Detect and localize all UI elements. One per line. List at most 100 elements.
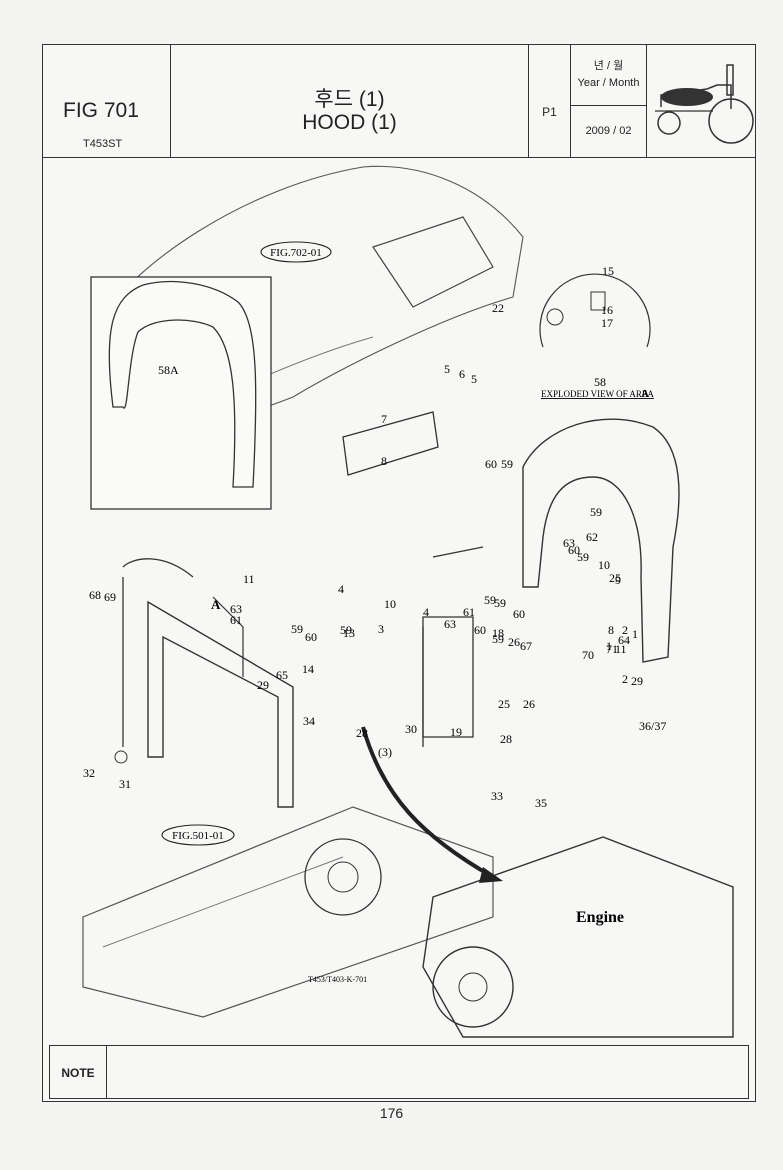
callout-number: 33 <box>491 789 503 803</box>
callout-number: 16 <box>601 303 613 317</box>
callout-number: 63 <box>444 617 456 631</box>
parts-sheet: FIG 701 T453ST 후드 (1) HOOD (1) P1 년 / 월 … <box>42 44 756 1102</box>
callout-number: 35 <box>535 796 547 810</box>
callout-number: 3 <box>378 622 384 636</box>
note-label: NOTE <box>50 1046 107 1098</box>
callout-number: 26 <box>523 697 535 711</box>
callout-number: 59 <box>494 596 506 610</box>
callout-number: 59 <box>590 505 602 519</box>
engine-label: Engine <box>576 909 624 926</box>
callout-number: 19 <box>450 725 462 739</box>
tractor-icon-cell <box>647 45 757 157</box>
title-english: HOOD (1) <box>302 111 397 134</box>
callout-number: 68 <box>89 588 101 602</box>
callout-number: 26 <box>508 635 520 649</box>
callout-number: 59 <box>484 593 496 607</box>
callout-number: 70 <box>582 648 594 662</box>
callout-number: 14 <box>302 662 314 676</box>
callout-number: (3) <box>378 745 392 759</box>
callout-number: 9 <box>615 573 621 587</box>
callout-number: 13 <box>343 626 355 640</box>
callout-number: 59 <box>340 623 352 637</box>
callout-number: 18 <box>492 626 504 640</box>
header-table: FIG 701 T453ST 후드 (1) HOOD (1) P1 년 / 월 … <box>43 45 755 158</box>
figure-cell: FIG 701 T453ST <box>43 45 171 157</box>
title-korean: 후드 (1) <box>314 88 385 111</box>
callout-number: 4 <box>338 582 344 596</box>
callout-number: 71 <box>606 642 618 656</box>
callout-number: 8 <box>381 454 387 468</box>
title-cell: 후드 (1) HOOD (1) <box>171 45 529 157</box>
callout-number: 5 <box>471 372 477 386</box>
ref-fig501: FIG.501-01 <box>172 830 224 842</box>
callout-number: 7 <box>381 412 387 426</box>
callout-number: 17 <box>601 316 613 330</box>
callout-number: 69 <box>104 590 116 604</box>
callout-number: 8 <box>608 623 614 637</box>
callout-number: 32 <box>83 766 95 780</box>
date-label-english: Year / Month <box>577 77 640 89</box>
callout-number: 61 <box>463 605 475 619</box>
date-label-korean: 년 / 월 <box>593 60 624 72</box>
exploded-area-letter: A <box>641 388 649 400</box>
callout-number: 25 <box>609 571 621 585</box>
figure-label: FIG 701 <box>63 99 139 122</box>
exploded-view-caption: EXPLODED VIEW OF AREA <box>541 389 654 399</box>
inset-box <box>90 276 272 510</box>
callout-number: 65 <box>276 668 288 682</box>
callout-number: 11 <box>615 642 627 656</box>
callout-number: 5 <box>444 362 450 376</box>
model-label: T453ST <box>83 138 123 150</box>
callout-number: 29 <box>257 678 269 692</box>
callout-number: 34 <box>303 714 315 728</box>
note-box: NOTE <box>49 1045 749 1099</box>
callout-number: 64 <box>618 633 630 647</box>
callout-number: 15 <box>602 264 614 278</box>
callout-number: 2 <box>622 623 628 637</box>
callout-number: 60 <box>305 630 317 644</box>
page-code: P1 <box>542 105 557 119</box>
callout-number: 36/37 <box>639 719 666 733</box>
callout-number: 59 <box>501 457 513 471</box>
date-divider <box>571 105 646 106</box>
callout-number: 11 <box>243 572 255 586</box>
callout-number: 61 <box>230 613 242 627</box>
page-number: 176 <box>379 1105 404 1121</box>
date-value: 2009 / 02 <box>585 125 632 137</box>
callout-number: 59 <box>492 632 504 646</box>
callout-number: 58 <box>594 375 606 389</box>
diagram-svg: FIG.702-01 FIG.501-01 EXPLODED VIEW OF A… <box>82 165 734 1038</box>
callout-number: 31 <box>119 777 131 791</box>
callout-number: 4 <box>423 605 429 619</box>
callout-number: 10 <box>384 597 396 611</box>
callout-number: 58A <box>158 363 179 377</box>
callout-number: 1 <box>606 639 612 653</box>
tractor-icon <box>655 64 754 144</box>
callout-number: 60 <box>485 457 497 471</box>
callout-number: 60 <box>568 543 580 557</box>
callout-number: 6 <box>459 367 465 381</box>
callout-number: 22 <box>492 301 504 315</box>
drawing-code: T453/T403-K-701 <box>308 975 367 984</box>
callout-number: 29 <box>631 674 643 688</box>
page-code-cell: P1 <box>529 45 571 157</box>
callout-number: 28 <box>356 726 368 740</box>
callout-number: 59 <box>291 622 303 636</box>
callout-number: 59 <box>577 550 589 564</box>
callout-number: 63 <box>563 536 575 550</box>
callout-number: 62 <box>586 530 598 544</box>
callout-number: 25 <box>498 697 510 711</box>
parts-diagram: FIG.702-01 FIG.501-01 EXPLODED VIEW OF A… <box>43 157 755 1047</box>
callout-number: 2 <box>622 672 628 686</box>
date-cell: 년 / 월 Year / Month 2009 / 02 <box>571 45 647 157</box>
ref-fig702: FIG.702-01 <box>270 247 322 259</box>
area-marker: A <box>211 597 221 612</box>
callout-number: 10 <box>598 558 610 572</box>
callout-number: 30 <box>405 722 417 736</box>
callout-number: 60 <box>513 607 525 621</box>
callout-number: 60 <box>474 623 486 637</box>
callout-number: 1 <box>632 627 638 641</box>
callout-number: 28 <box>500 732 512 746</box>
callout-number: 63 <box>230 602 242 616</box>
